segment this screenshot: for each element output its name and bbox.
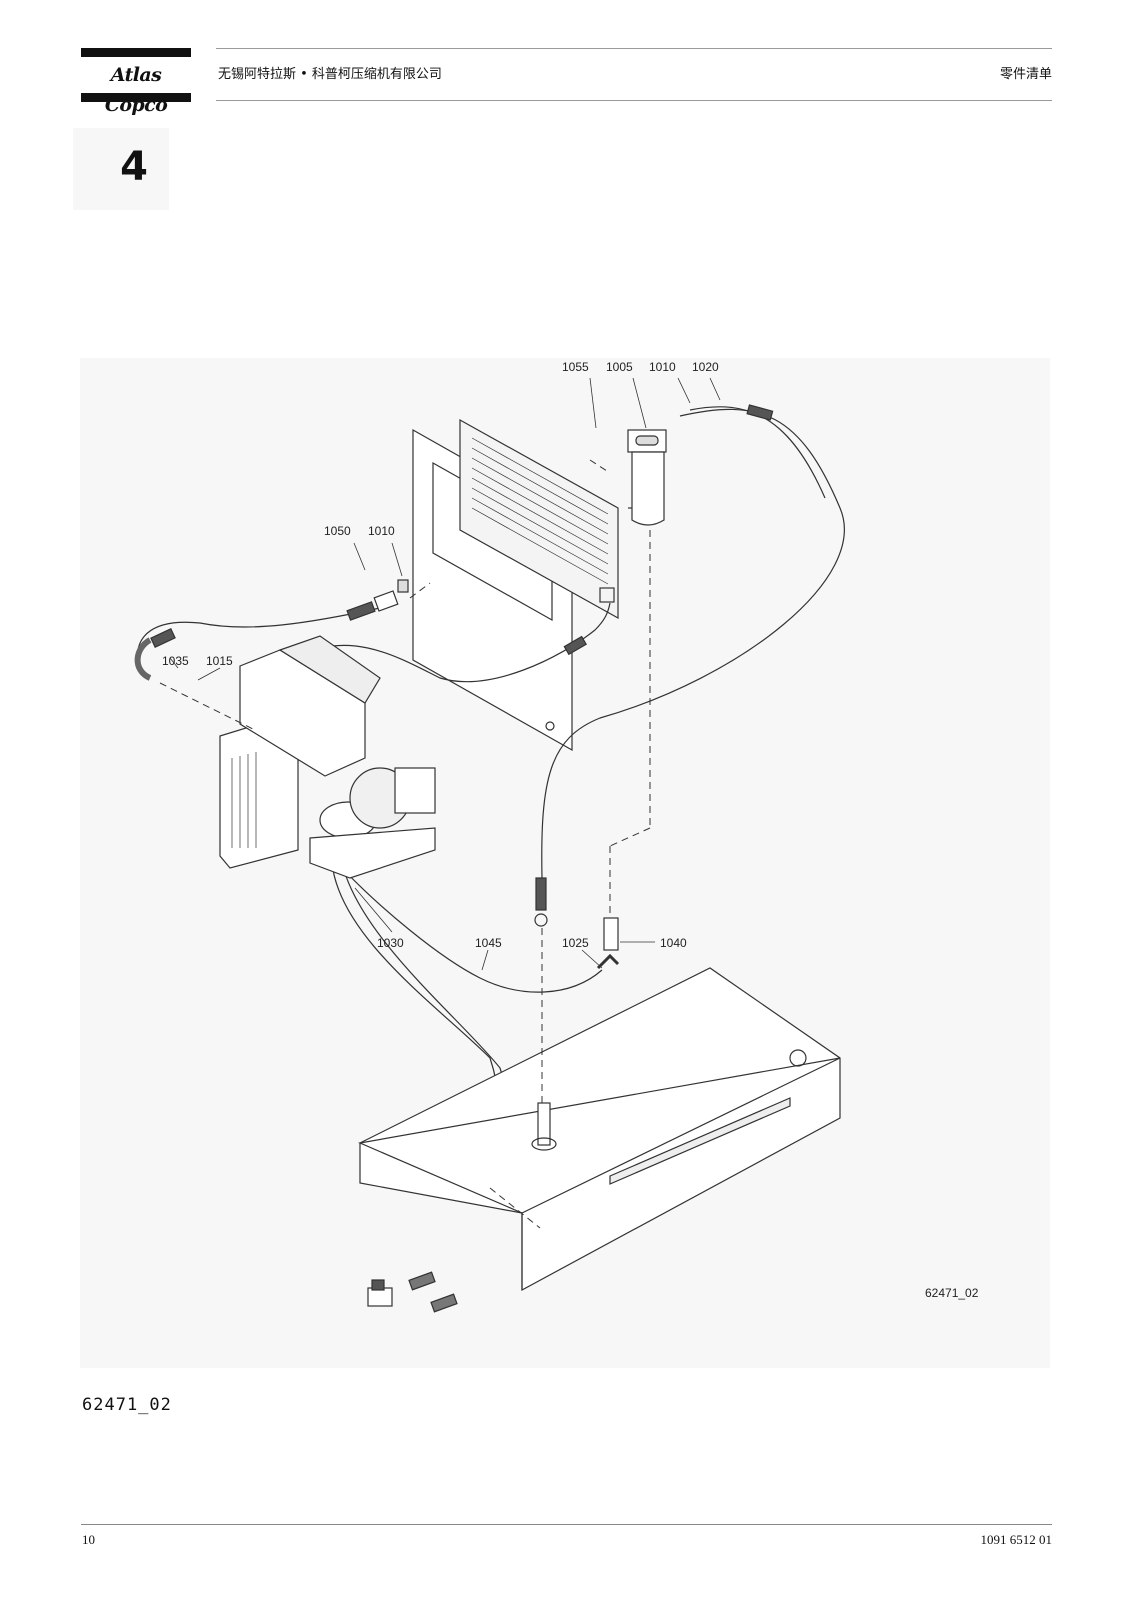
callout-1055: 1055 <box>562 360 589 374</box>
refrigeration-unit <box>219 635 436 879</box>
company-name: 无锡阿特拉斯 • 科普柯压缩机有限公司 <box>218 67 442 82</box>
header-rule-top <box>216 48 1052 49</box>
figure-caption: 62471_02 <box>82 1395 172 1415</box>
drain-valve <box>367 1271 458 1313</box>
logo-bar-top <box>81 48 191 57</box>
callout-1040: 1040 <box>660 936 687 950</box>
hose-1045 <box>341 867 603 993</box>
document-type: 零件清单 <box>999 67 1052 82</box>
figure-id-label: 62471_02 <box>925 1286 979 1300</box>
logo-wordmark: Atlas Copco <box>104 64 168 116</box>
base-frame <box>357 967 841 1292</box>
callout-1005: 1005 <box>606 360 633 374</box>
footer-rule <box>81 1524 1052 1525</box>
section-number: 4 <box>120 144 148 190</box>
page-number: 10 <box>82 1532 95 1547</box>
callout-1045: 1045 <box>475 936 502 950</box>
exploded-view-drawing: 1055 1005 1010 1020 1050 1010 1035 1015 … <box>134 360 979 1313</box>
callout-1050: 1050 <box>324 524 351 538</box>
hose-1035 <box>136 607 381 674</box>
callout-1010-top: 1010 <box>649 360 676 374</box>
assembly-guides <box>159 459 651 1229</box>
hose-1020 <box>541 408 845 879</box>
fitting-1040 <box>603 917 619 951</box>
callout-1025: 1025 <box>562 936 589 950</box>
filter-housing <box>627 429 667 526</box>
section-number-box <box>73 128 169 210</box>
callout-1015: 1015 <box>206 654 233 668</box>
exploded-view-figure: 1055 1005 1010 1020 1050 1010 1035 1015 … <box>80 358 1050 1368</box>
cooler-panel <box>412 418 619 752</box>
callout-1010-left: 1010 <box>368 524 395 538</box>
callout-1020: 1020 <box>692 360 719 374</box>
atlas-copco-logo: Atlas Copco <box>81 48 191 116</box>
callout-1030: 1030 <box>377 936 404 950</box>
fitting-1050 <box>346 579 409 621</box>
callout-leaders <box>169 377 721 971</box>
fitting-1035 <box>134 628 176 681</box>
header-rule-bottom <box>216 100 1052 101</box>
document-number: 1091 6512 01 <box>980 1532 1053 1547</box>
callout-1035: 1035 <box>162 654 189 668</box>
logo-bar-bottom <box>81 93 191 102</box>
